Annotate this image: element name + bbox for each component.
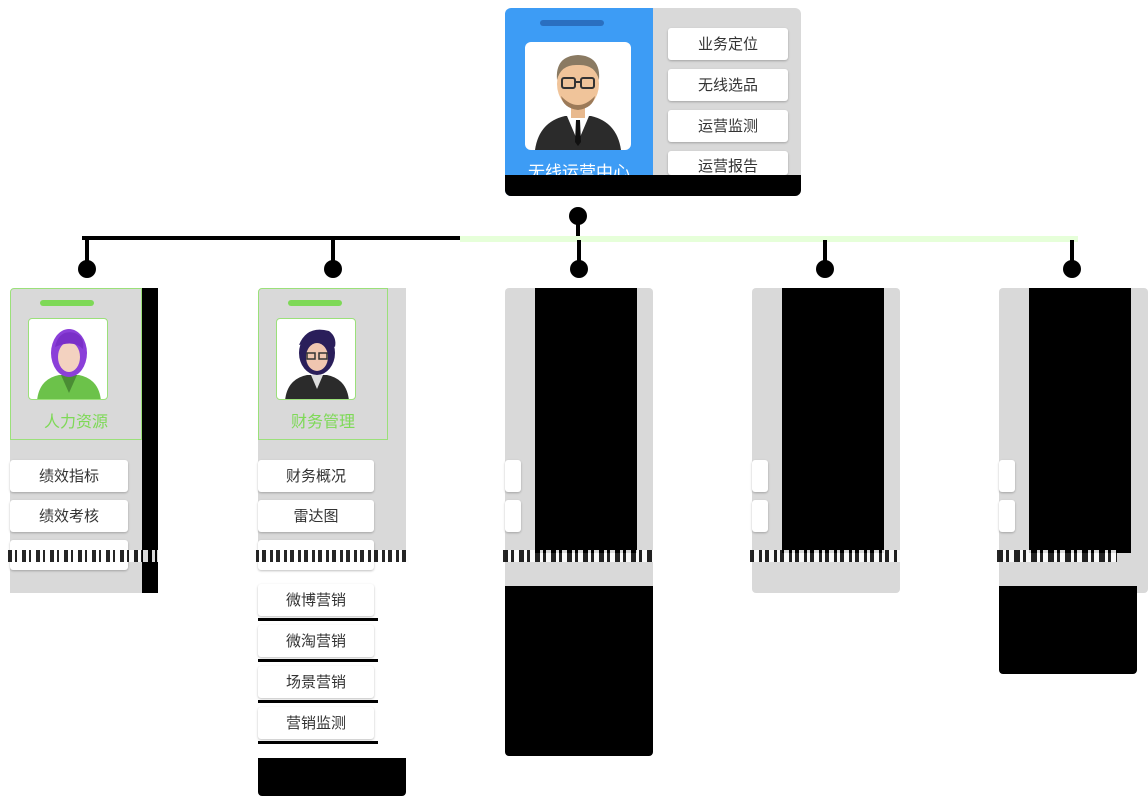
child-4-button-2[interactable] [752,500,768,532]
child-2-side-panel [388,288,406,550]
child-2-title: 财务管理 [290,412,355,431]
child-4-mask-top [782,288,884,553]
root-connector-stem [576,220,580,240]
child-2-rule-2 [258,659,378,662]
child-3-mask-top [535,288,637,553]
child-5-button-2[interactable] [999,500,1015,532]
child-connector-dot-2 [324,260,342,278]
child-connector-dot-5 [1063,260,1081,278]
child-3-mask-bottom [505,586,653,756]
root-button-4[interactable]: 运营报告 [668,151,788,175]
child-1-avatar [28,318,108,400]
child-2-rule-1 [258,618,378,621]
child-1-side-block [142,288,158,593]
branch-stem-4 [823,240,827,266]
man-avatar-icon [535,55,621,150]
child-connector-dot-1 [78,260,96,278]
child-connector-dot-3 [570,260,588,278]
child-2-pill [288,300,342,306]
child-2-button-6[interactable]: 场景营销 [258,666,374,698]
root-node: 无线运营中心 业务定位 无线选品 运营监测 运营报告 [505,8,801,196]
branch-stem-1 [85,236,89,266]
branch-stem-2 [331,236,335,266]
root-card-pill [540,20,604,26]
child-node-1: 人力资源 绩效指标 绩效考核 [8,288,158,593]
child-2-footer-bar [258,758,406,796]
branch-stem-3 [577,240,581,266]
child-2-button-panel [258,440,388,550]
branch-bar-left [82,236,460,240]
child-node-5 [997,288,1148,674]
child-2-avatar [276,318,356,400]
root-button-3[interactable]: 运营监测 [668,110,788,142]
branch-stem-5 [1070,240,1074,266]
child-2-button-1[interactable]: 财务概况 [258,460,374,492]
woman-avatar-icon [37,329,101,399]
child-2-button-4[interactable]: 微博营销 [258,584,374,616]
child-3-button-1[interactable] [505,460,521,492]
child-3-button-2[interactable] [505,500,521,532]
child-5-button-1[interactable] [999,460,1015,492]
child-2-button-7[interactable]: 营销监测 [258,707,374,739]
root-footer-bar [505,175,801,196]
child-1-button-2[interactable]: 绩效考核 [10,500,128,532]
child-2-rule-3 [258,700,378,703]
child-5-glitch-strip [997,550,1117,562]
child-node-4 [750,288,900,593]
child-node-3 [503,288,653,756]
root-button-1[interactable]: 业务定位 [668,28,788,60]
woman-glasses-avatar-icon [285,329,349,399]
root-avatar [525,42,631,150]
root-connector-dot [569,207,587,225]
child-1-title: 人力资源 [43,412,108,431]
root-button-2[interactable]: 无线选品 [668,69,788,101]
child-5-mask-bottom [999,586,1137,674]
child-2-rule-4 [258,741,378,744]
child-1-glitch-strip [8,550,158,562]
child-connector-dot-4 [816,260,834,278]
child-5-mask-top [1029,288,1131,553]
child-2-button-5[interactable]: 微淘营销 [258,625,374,657]
child-3-glitch-strip [503,550,653,562]
child-1-pill [40,300,94,306]
child-4-glitch-strip [750,550,900,562]
child-4-button-1[interactable] [752,460,768,492]
child-1-button-1[interactable]: 绩效指标 [10,460,128,492]
branch-bar-right [460,236,1078,242]
child-2-glitch-strip [256,550,406,562]
child-2-button-2[interactable]: 雷达图 [258,500,374,532]
child-node-2: 财务管理 财务概况 雷达图 微博营销 微淘营销 场景营销 营销监测 [256,288,406,796]
